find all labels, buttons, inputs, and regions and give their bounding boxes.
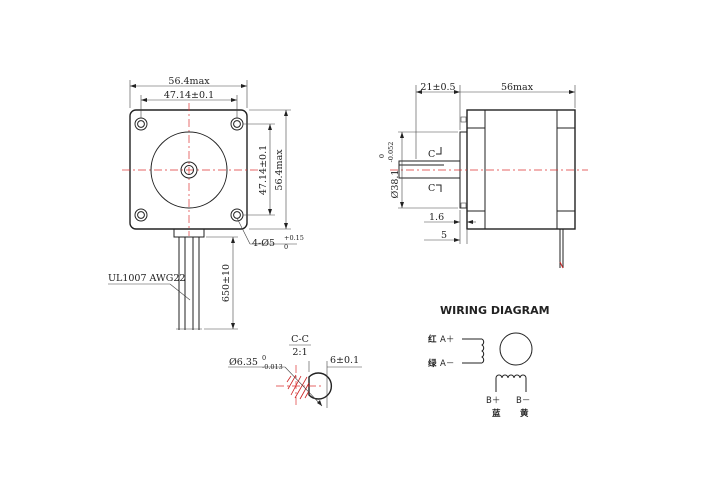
holes-leader [236, 217, 251, 245]
mount-hole-bl-outer [134, 208, 148, 222]
wiring-diagram: WIRING DIAGRAM 红 A＋ 绿 A－ B＋ B－ 蓝 黄 [428, 304, 550, 419]
cable-leader [169, 283, 191, 301]
dim-arrows [454, 238, 460, 242]
pilot-boss-circle [150, 131, 228, 209]
wire-a-minus-label: A－ [440, 359, 454, 369]
dim-holes-tol-lo: 0 [284, 243, 288, 251]
mount-hole-br-outer [230, 208, 244, 222]
a-coil [481, 338, 485, 364]
front-view: 56.4max 47.14±0.1 47.14±0.1 56.4max 4-Ø5… [108, 76, 304, 330]
rear-lead-end [559, 261, 564, 269]
hatch-line [286, 375, 292, 383]
b-coil [495, 374, 527, 379]
wire-a-plus-label: A＋ [440, 335, 454, 345]
section-dia-tol-lo: -0.013 [262, 363, 283, 371]
dim-pilot-tol-up: 0 [378, 154, 386, 158]
dim-hole-pitch-v: 47.14±0.1 [258, 145, 269, 195]
section-dia: Ø6.35 [229, 357, 258, 368]
section-title: C-C [291, 334, 309, 345]
section-dia-tol-up: 0 [262, 354, 266, 362]
wiring-title: WIRING DIAGRAM [440, 304, 550, 317]
dim-arrows [454, 220, 460, 224]
dim-holes-tol-up: +0.15 [284, 234, 304, 242]
mount-hole-tl-outer [134, 117, 148, 131]
shaft-section-hatch [286, 374, 310, 400]
dim-body-len: 56max [501, 82, 534, 93]
section-scale: 2:1 [292, 347, 307, 358]
wire-b-plus-label: B＋ [486, 396, 500, 406]
mount-hole-tl-inner [137, 120, 145, 128]
section-arrow-bot [436, 184, 442, 192]
hatch-line [299, 382, 310, 400]
dim-flange-thk: 1.6 [429, 212, 444, 223]
dim-shaft-len: 21±0.5 [420, 82, 455, 93]
wire-b-plus-color: 蓝 [492, 408, 501, 419]
dim-arrows [467, 220, 473, 224]
section-flat: 6±0.1 [330, 355, 359, 366]
hatch-line [304, 390, 310, 399]
shaft [398, 160, 461, 179]
dia-leader [284, 366, 323, 407]
dim-holes: 4-Ø5 [252, 238, 275, 249]
mount-hole-br-inner [233, 211, 241, 219]
shaft-inner-circle [184, 165, 194, 175]
rotor-circle [499, 332, 533, 366]
side-view: 21±0.5 56max Ø38.1 0 -0.052 C C 1.6 5 [378, 82, 588, 269]
dim-hole-pitch-h: 47.14±0.1 [164, 90, 214, 101]
mount-hole-tr-inner [233, 120, 241, 128]
dim-arrows [317, 400, 322, 406]
shaft-section-outline [308, 372, 332, 400]
section-mark-top: C [428, 149, 435, 160]
dim-arrows [569, 90, 575, 94]
dim-boss-len: 5 [441, 230, 447, 241]
side-mark [460, 116, 467, 123]
wire-b-minus-color: 黄 [520, 408, 529, 419]
dim-pilot-dia: Ø38.1 [390, 170, 401, 199]
section-arrow-top [436, 147, 442, 155]
wire-b-minus-label: B－ [516, 396, 530, 406]
cable-spec-label: UL1007 AWG22 [108, 273, 185, 284]
shaft-outer-circle [180, 161, 198, 179]
section-cc: C-C 2:1 Ø6.35 0 -0.013 6±0.1 [228, 334, 362, 408]
motor-leads [176, 237, 202, 330]
motor-face-outline [129, 109, 248, 230]
mount-hole-tr-outer [230, 117, 244, 131]
mount-hole-bl-inner [137, 211, 145, 219]
dim-width-max: 56.4max [168, 76, 210, 87]
dim-height-max: 56.4max [274, 149, 285, 191]
side-mark [460, 202, 467, 209]
wire-a-minus-color: 绿 [428, 358, 437, 369]
lead-outlet-block [173, 228, 205, 238]
dim-pilot-tol-lo: -0.052 [387, 142, 395, 163]
mounting-holes [134, 117, 244, 222]
wire-a-plus-color: 红 [428, 334, 437, 345]
hatch-line [294, 376, 308, 399]
dim-lead-length: 650±10 [221, 264, 232, 302]
section-mark-bot: C [428, 183, 435, 194]
